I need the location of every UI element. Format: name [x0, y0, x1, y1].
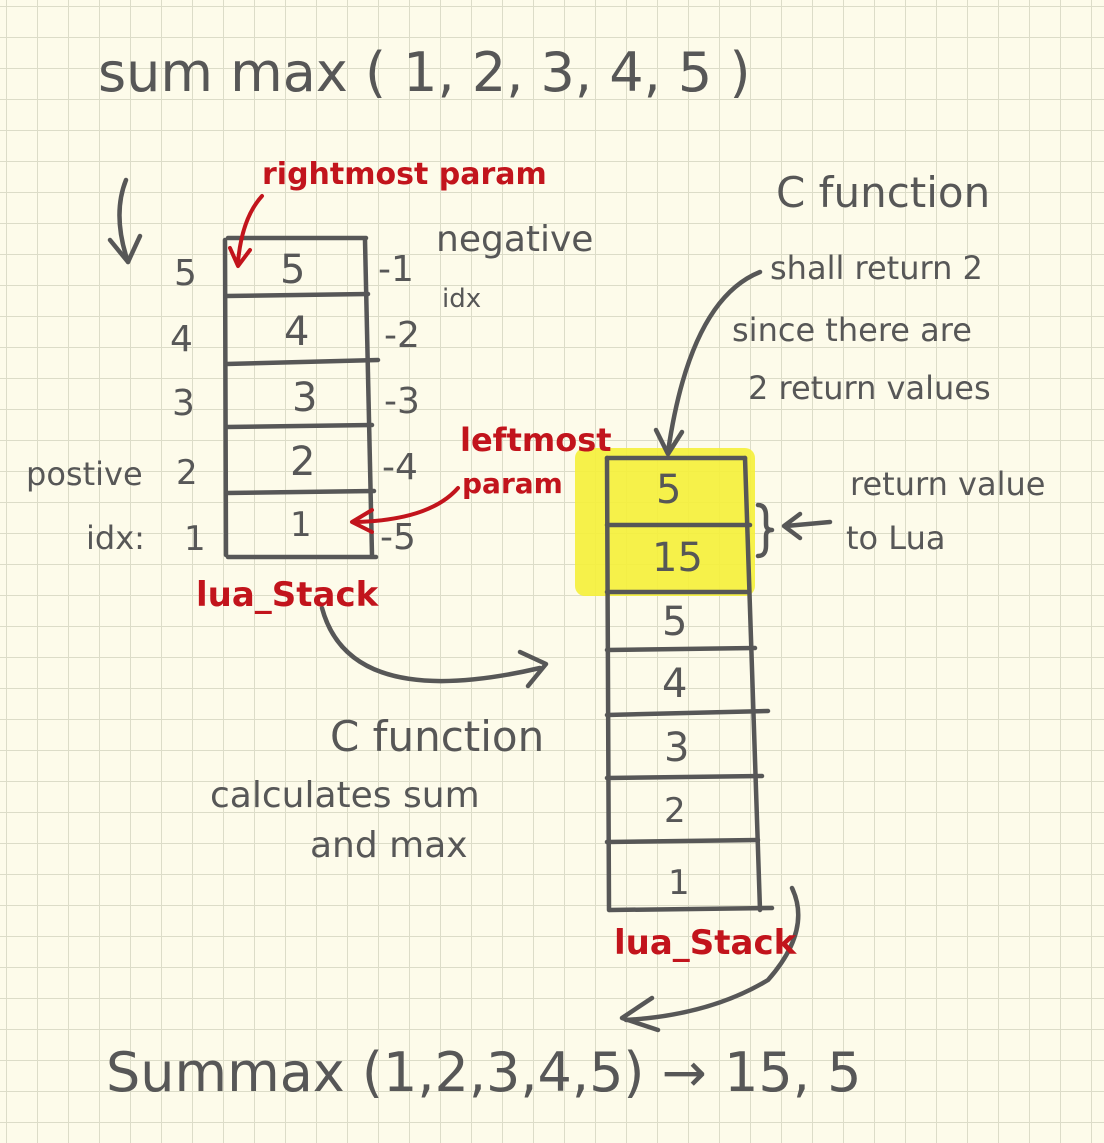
positive-index-caption: postive	[26, 455, 143, 493]
bottom-call-text: Summax (1,2,3,4,5) → 15, 5	[106, 1041, 862, 1104]
return-count-arrow-icon	[653, 269, 763, 457]
c-function-calc-heading: C function	[330, 712, 545, 761]
negative-index-label: -2	[384, 315, 420, 356]
left-stack-cell: 1	[290, 505, 312, 545]
left-stack-cell: 2	[290, 439, 316, 485]
right-stack-cell-highlighted: 5	[656, 467, 682, 513]
negative-index-label: -5	[380, 517, 416, 558]
rightmost-param-label: rightmost param	[262, 157, 547, 192]
right-stack-cell: 1	[668, 863, 690, 903]
negative-index-label: -4	[382, 447, 418, 488]
c-function-calc-note: calculates sum	[210, 775, 480, 816]
left-stack-name: lua_Stack	[196, 575, 379, 615]
left-stack-cell: 3	[292, 375, 318, 421]
down-arrow-icon	[107, 177, 143, 265]
return-value-note: to Lua	[846, 519, 946, 557]
right-stack-frame	[604, 455, 775, 913]
c-function-calc-note: and max	[310, 825, 468, 866]
c-function-note: 2 return values	[748, 369, 991, 407]
return-value-note: return value	[850, 465, 1046, 503]
leftmost-param-label: param	[462, 467, 563, 500]
negative-index-caption: negative	[436, 219, 594, 260]
stack-transfer-arrow-icon	[319, 605, 549, 689]
negative-index-caption: idx	[442, 284, 482, 314]
c-function-note: shall return 2	[770, 249, 983, 287]
leftmost-param-arrow-icon	[350, 486, 460, 534]
right-stack-cell: 5	[662, 599, 688, 645]
positive-index-label: 3	[172, 383, 195, 424]
c-function-heading: C function	[776, 168, 991, 217]
left-stack-frame	[222, 235, 381, 560]
return-values-highlight	[575, 448, 755, 596]
c-function-note: since there are	[732, 311, 972, 349]
negative-index-label: -1	[378, 249, 414, 290]
left-stack-cell: 4	[284, 309, 310, 355]
positive-index-label: 1	[184, 519, 206, 559]
negative-index-label: -3	[384, 381, 420, 422]
leftmost-param-label: leftmost	[460, 421, 612, 459]
right-stack-cell-highlighted: 15	[652, 535, 703, 581]
right-stack-cell: 3	[664, 725, 690, 771]
right-stack-cell: 2	[664, 791, 686, 831]
return-value-arrow-icon	[781, 511, 833, 541]
positive-index-caption: idx:	[86, 519, 145, 557]
positive-index-label: 4	[170, 319, 193, 360]
return-brace	[755, 502, 775, 559]
top-call-text: sum max ( 1, 2, 3, 4, 5 )	[98, 41, 751, 104]
positive-index-label: 5	[174, 253, 197, 294]
rightmost-param-arrow-icon	[228, 194, 264, 268]
result-arrow-icon	[619, 885, 801, 1033]
positive-index-label: 2	[176, 453, 198, 493]
right-stack-cell: 4	[662, 661, 688, 707]
right-stack-name: lua_Stack	[614, 923, 797, 963]
left-stack-cell: 5	[280, 247, 306, 293]
